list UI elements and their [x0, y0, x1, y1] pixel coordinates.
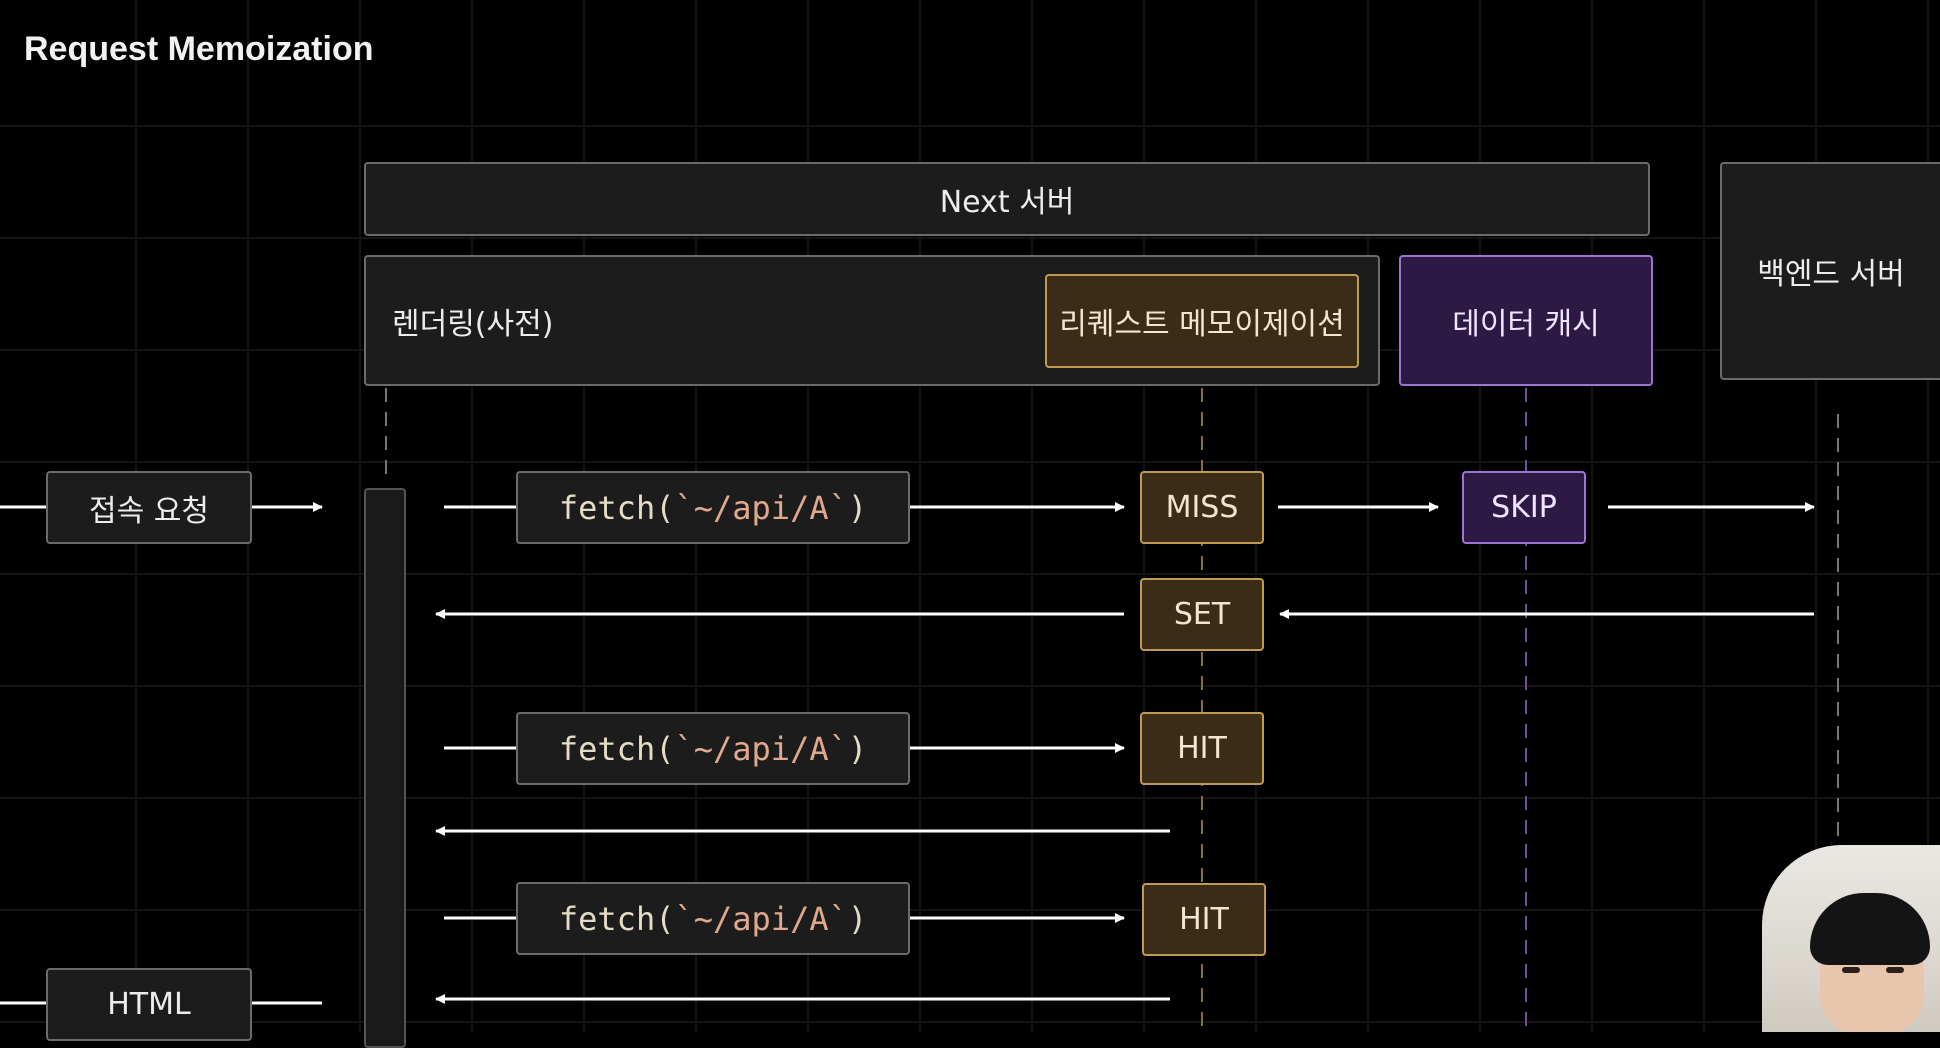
html-box: HTML: [46, 968, 252, 1041]
presenter-webcam: [1762, 845, 1940, 1032]
memo-hit-label-2: HIT: [1179, 902, 1229, 937]
memo-miss-label: MISS: [1165, 490, 1239, 525]
memo-hit-box-2: HIT: [1142, 883, 1266, 956]
html-label: HTML: [107, 987, 191, 1022]
fetch-prefix: fetch(: [558, 729, 675, 768]
fetch-arg: `~/api/A`: [674, 899, 848, 938]
backend-server-box: 백엔드 서버: [1720, 162, 1940, 380]
fetch-call-2: fetch(`~/api/A`): [516, 712, 910, 785]
fetch-prefix: fetch(: [558, 899, 675, 938]
fetch-suffix: ): [847, 488, 868, 527]
data-cache-box: 데이터 캐시: [1399, 255, 1653, 386]
backend-server-label: 백엔드 서버: [1757, 257, 1905, 292]
client-request-label: 접속 요청: [89, 493, 209, 529]
hair-shape: [1810, 893, 1930, 965]
cache-skip-label: SKIP: [1491, 490, 1557, 525]
fetch-arg: `~/api/A`: [674, 729, 848, 768]
next-server-box: Next 서버: [364, 162, 1650, 236]
eye-shape: [1886, 967, 1904, 973]
data-cache-label: 데이터 캐시: [1452, 306, 1600, 342]
fetch-suffix: ): [847, 899, 868, 938]
memo-hit-label-1: HIT: [1177, 731, 1227, 766]
next-server-label: Next 서버: [939, 185, 1075, 220]
fetch-prefix: fetch(: [558, 488, 675, 527]
page-title: Request Memoization: [24, 30, 374, 68]
memo-miss-box: MISS: [1140, 471, 1264, 544]
fetch-suffix: ): [847, 729, 868, 768]
cache-skip-box: SKIP: [1462, 471, 1586, 544]
rendering-label: 렌더링(사전): [392, 306, 554, 342]
request-memoization-label: 리퀘스트 메모이제이션: [1059, 307, 1345, 342]
fetch-call-1: fetch(`~/api/A`): [516, 471, 910, 544]
memo-set-box: SET: [1140, 578, 1264, 651]
memo-hit-box-1: HIT: [1140, 712, 1264, 785]
eye-shape: [1842, 967, 1860, 973]
fetch-call-3: fetch(`~/api/A`): [516, 882, 910, 955]
client-request-box: 접속 요청: [46, 471, 252, 544]
rendering-activation-bar: [364, 488, 406, 1048]
fetch-arg: `~/api/A`: [674, 488, 848, 527]
request-memoization-box: 리퀘스트 메모이제이션: [1045, 274, 1359, 368]
memo-set-label: SET: [1173, 597, 1231, 632]
